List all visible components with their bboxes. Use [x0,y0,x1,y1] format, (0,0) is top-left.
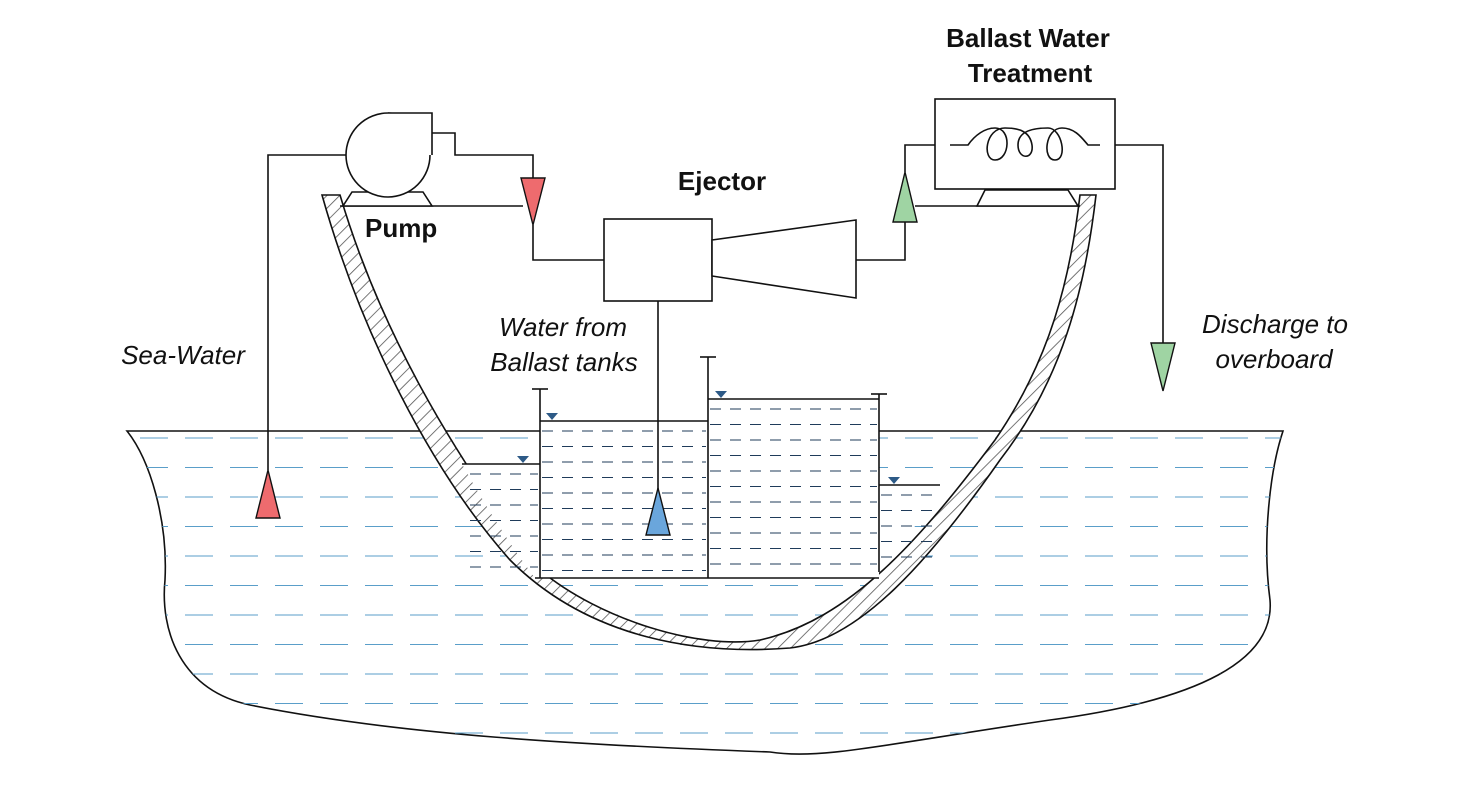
piping [267,132,1164,490]
ship-hull [320,194,1097,651]
ballast-tank-center-right [708,399,879,578]
pump-outlet-pipe [432,132,534,178]
ejector-motive-pipe [532,225,604,261]
ballast-source-label-line2: Ballast tanks [490,347,637,377]
sea-water-intake-arrow-icon [255,469,281,519]
discharge-label-line1: Discharge to [1202,309,1348,339]
pump-label: Pump [365,213,437,243]
ballast-tank-center-left [540,421,708,578]
pump-discharge-arrow-icon [520,177,546,226]
treatment-label-line1: Ballast Water [946,23,1110,53]
level-marker-icon [888,477,900,484]
ballast-suction-arrow-icon [645,487,671,536]
pump-volute [388,113,432,155]
sea-water-intake-pipe [267,154,348,470]
ejector-label: Ejector [678,166,766,196]
ballast-tank-right [879,485,940,572]
treatment-label-line2: Treatment [968,58,1093,88]
level-marker-icon [546,413,558,420]
sea-water-label: Sea-Water [121,340,246,370]
treatment-inlet-arrow-icon [892,171,918,223]
tank-water-dashes [470,408,932,571]
ballast-source-label-line1: Water from [499,312,627,342]
ejector-unit [603,218,857,302]
discharge-label-line2: overboard [1215,344,1334,374]
ejector-diffuser [711,219,857,299]
level-marker-icon [517,456,529,463]
ejector-discharge-pipe [856,222,906,261]
treatment-unit [934,98,1116,207]
ballast-tanks [462,356,940,579]
treatment-inlet-pipe [904,144,935,172]
ejector-body [603,218,713,302]
overboard-discharge-pipe [1115,144,1164,343]
level-marker-icon [715,391,727,398]
treatment-box [934,98,1116,190]
treatment-base [975,189,1080,207]
pump-unit [341,112,434,207]
uv-coil-icon [950,127,1100,161]
overboard-discharge-arrow-icon [1150,342,1176,392]
